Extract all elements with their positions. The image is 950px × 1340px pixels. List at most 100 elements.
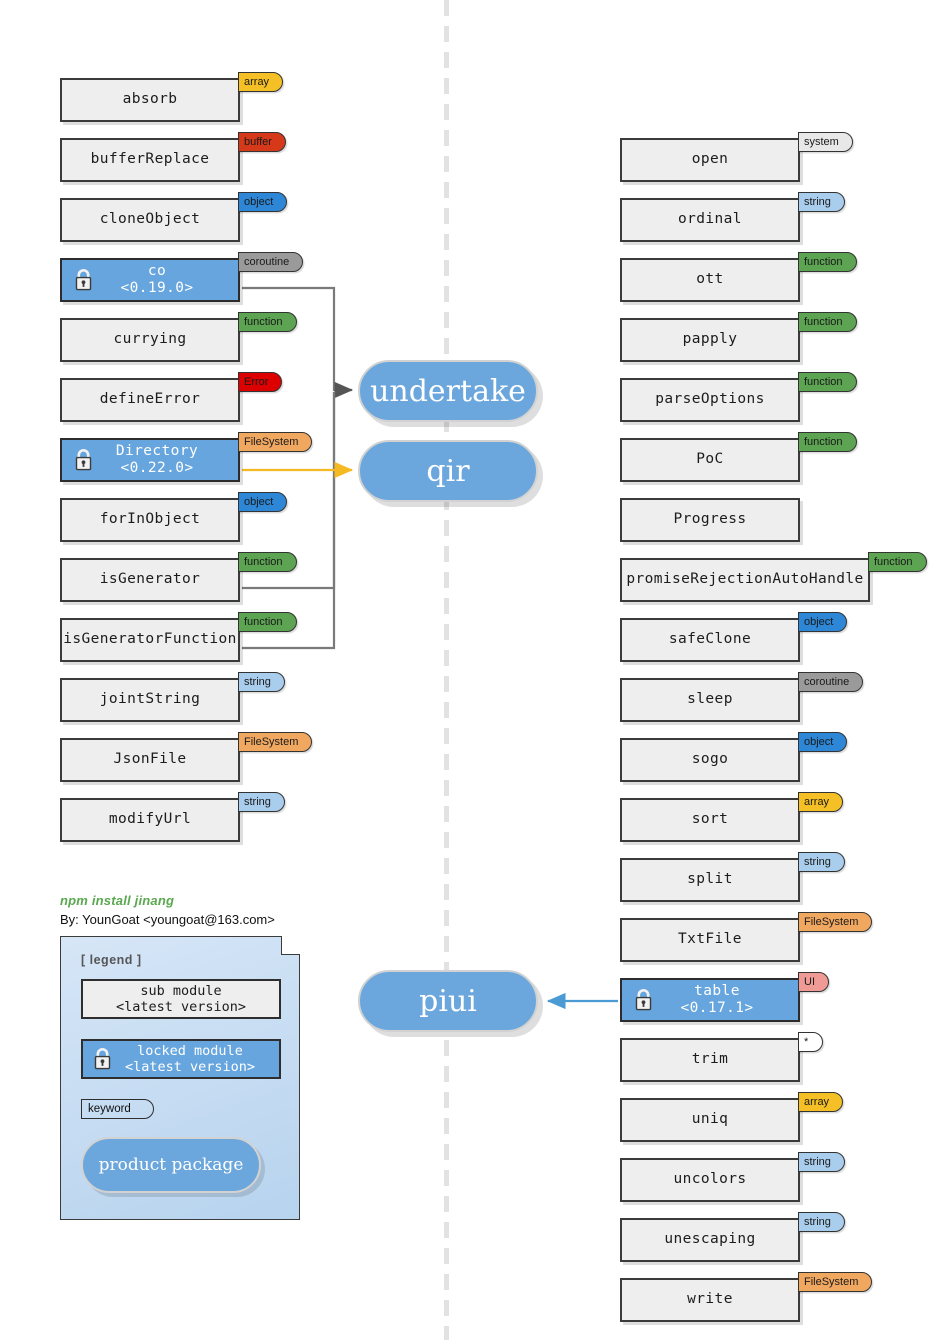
module-directory[interactable]: Directory <0.22.0> xyxy=(60,438,240,482)
legend-title: [ legend ] xyxy=(81,953,142,967)
keyword-tag-filesystem: FileSystem xyxy=(798,1272,873,1292)
module-label: co <0.19.0> xyxy=(120,262,194,296)
legend-keyword-tag: keyword xyxy=(81,1099,154,1119)
keyword-tag-filesystem: FileSystem xyxy=(238,432,313,452)
module-label: parseOptions xyxy=(655,391,765,408)
module-label: absorb xyxy=(122,91,178,108)
keyword-tag-string: string xyxy=(238,672,285,692)
keyword-tag-error: Error xyxy=(238,372,283,392)
module-label: currying xyxy=(113,331,187,348)
module-label: split xyxy=(687,871,733,888)
module-label: Directory <0.22.0> xyxy=(115,442,199,476)
module-co[interactable]: co <0.19.0> xyxy=(60,258,240,302)
keyword-tag-object: object xyxy=(798,612,848,632)
module-label: open xyxy=(691,151,729,168)
module-label: bufferReplace xyxy=(90,151,210,168)
legend-sub-module: sub module <latest version> xyxy=(81,979,281,1019)
module-label: Progress xyxy=(673,511,747,528)
module-label: PoC xyxy=(696,451,724,468)
module-open[interactable]: open xyxy=(620,138,800,182)
keyword-tag-array: array xyxy=(238,72,284,92)
keyword-tag-any: * xyxy=(798,1032,824,1052)
module-poc[interactable]: PoC xyxy=(620,438,800,482)
module-table[interactable]: table <0.17.1> xyxy=(620,978,800,1022)
module-sleep[interactable]: sleep xyxy=(620,678,800,722)
module-label: modifyUrl xyxy=(108,811,192,828)
module-label: safeClone xyxy=(668,631,752,648)
module-progress[interactable]: Progress xyxy=(620,498,800,542)
module-ott[interactable]: ott xyxy=(620,258,800,302)
module-split[interactable]: split xyxy=(620,858,800,902)
author-line: By: YounGoat <youngoat@163.com> xyxy=(60,912,275,927)
product-package-undertake[interactable]: undertake xyxy=(358,360,538,422)
module-label: jointString xyxy=(99,691,201,708)
module-unescaping[interactable]: unescaping xyxy=(620,1218,800,1262)
module-absorb[interactable]: absorb xyxy=(60,78,240,122)
keyword-tag-string: string xyxy=(238,792,285,812)
module-label: TxtFile xyxy=(678,931,742,948)
module-label: uncolors xyxy=(673,1171,747,1188)
legend-panel: [ legend ] sub module <latest version> l… xyxy=(60,934,300,1220)
keyword-tag-filesystem: FileSystem xyxy=(238,732,313,752)
module-isgenerator[interactable]: isGenerator xyxy=(60,558,240,602)
module-jsonfile[interactable]: JsonFile xyxy=(60,738,240,782)
module-label: JsonFile xyxy=(113,751,187,768)
module-parseoptions[interactable]: parseOptions xyxy=(620,378,800,422)
lock-icon xyxy=(75,449,92,471)
legend-locked-module-label: locked module <latest version> xyxy=(124,1042,256,1075)
module-bufferreplace[interactable]: bufferReplace xyxy=(60,138,240,182)
keyword-tag-object: object xyxy=(238,192,288,212)
lock-icon xyxy=(635,989,652,1011)
module-label: isGenerator xyxy=(99,571,201,588)
module-sort[interactable]: sort xyxy=(620,798,800,842)
legend-locked-module: locked module <latest version> xyxy=(81,1039,281,1079)
module-uniq[interactable]: uniq xyxy=(620,1098,800,1142)
product-package-piui[interactable]: piui xyxy=(358,970,538,1032)
keyword-tag-function: function xyxy=(238,552,297,572)
keyword-tag-object: object xyxy=(238,492,288,512)
module-forinobject[interactable]: forInObject xyxy=(60,498,240,542)
module-label: defineError xyxy=(99,391,201,408)
module-label: unescaping xyxy=(664,1231,756,1248)
keyword-tag-string: string xyxy=(798,192,845,212)
module-write[interactable]: write xyxy=(620,1278,800,1322)
edge-co-undertake xyxy=(242,286,354,399)
module-defineerror[interactable]: defineError xyxy=(60,378,240,422)
module-sogo[interactable]: sogo xyxy=(620,738,800,782)
edge-isgeneratorfunction-undertake xyxy=(242,392,336,650)
module-cloneobject[interactable]: cloneObject xyxy=(60,198,240,242)
module-uncolors[interactable]: uncolors xyxy=(620,1158,800,1202)
keyword-tag-object: object xyxy=(798,732,848,752)
legend-product-package: product package xyxy=(81,1137,261,1193)
legend-sub-module-label: sub module <latest version> xyxy=(115,982,247,1015)
module-promiserejectionautohandle[interactable]: promiseRejectionAutoHandle xyxy=(620,558,870,602)
module-label: ordinal xyxy=(678,211,742,228)
module-label: promiseRejectionAutoHandle xyxy=(626,571,864,588)
module-currying[interactable]: currying xyxy=(60,318,240,362)
keyword-tag-coroutine: coroutine xyxy=(798,672,864,692)
module-ordinal[interactable]: ordinal xyxy=(620,198,800,242)
legend-fold-corner xyxy=(280,934,300,955)
module-label: ott xyxy=(696,271,724,288)
module-label: write xyxy=(687,1291,733,1308)
module-label: trim xyxy=(691,1051,729,1068)
module-label: uniq xyxy=(691,1111,729,1128)
module-trim[interactable]: trim xyxy=(620,1038,800,1082)
keyword-tag-array: array xyxy=(798,1092,844,1112)
module-label: sogo xyxy=(691,751,729,768)
module-txtfile[interactable]: TxtFile xyxy=(620,918,800,962)
keyword-tag-buffer: buffer xyxy=(238,132,286,152)
module-papply[interactable]: papply xyxy=(620,318,800,362)
module-isgeneratorfunction[interactable]: isGeneratorFunction xyxy=(60,618,240,662)
product-package-qir[interactable]: qir xyxy=(358,440,538,502)
keyword-tag-function: function xyxy=(868,552,927,572)
keyword-tag-function: function xyxy=(798,432,857,452)
module-label: papply xyxy=(682,331,738,348)
module-safeclone[interactable]: safeClone xyxy=(620,618,800,662)
module-label: sleep xyxy=(687,691,733,708)
keyword-tag-function: function xyxy=(798,372,857,392)
module-modifyurl[interactable]: modifyUrl xyxy=(60,798,240,842)
keyword-tag-system: system xyxy=(798,132,853,152)
keyword-tag-array: array xyxy=(798,792,844,812)
module-jointstring[interactable]: jointString xyxy=(60,678,240,722)
